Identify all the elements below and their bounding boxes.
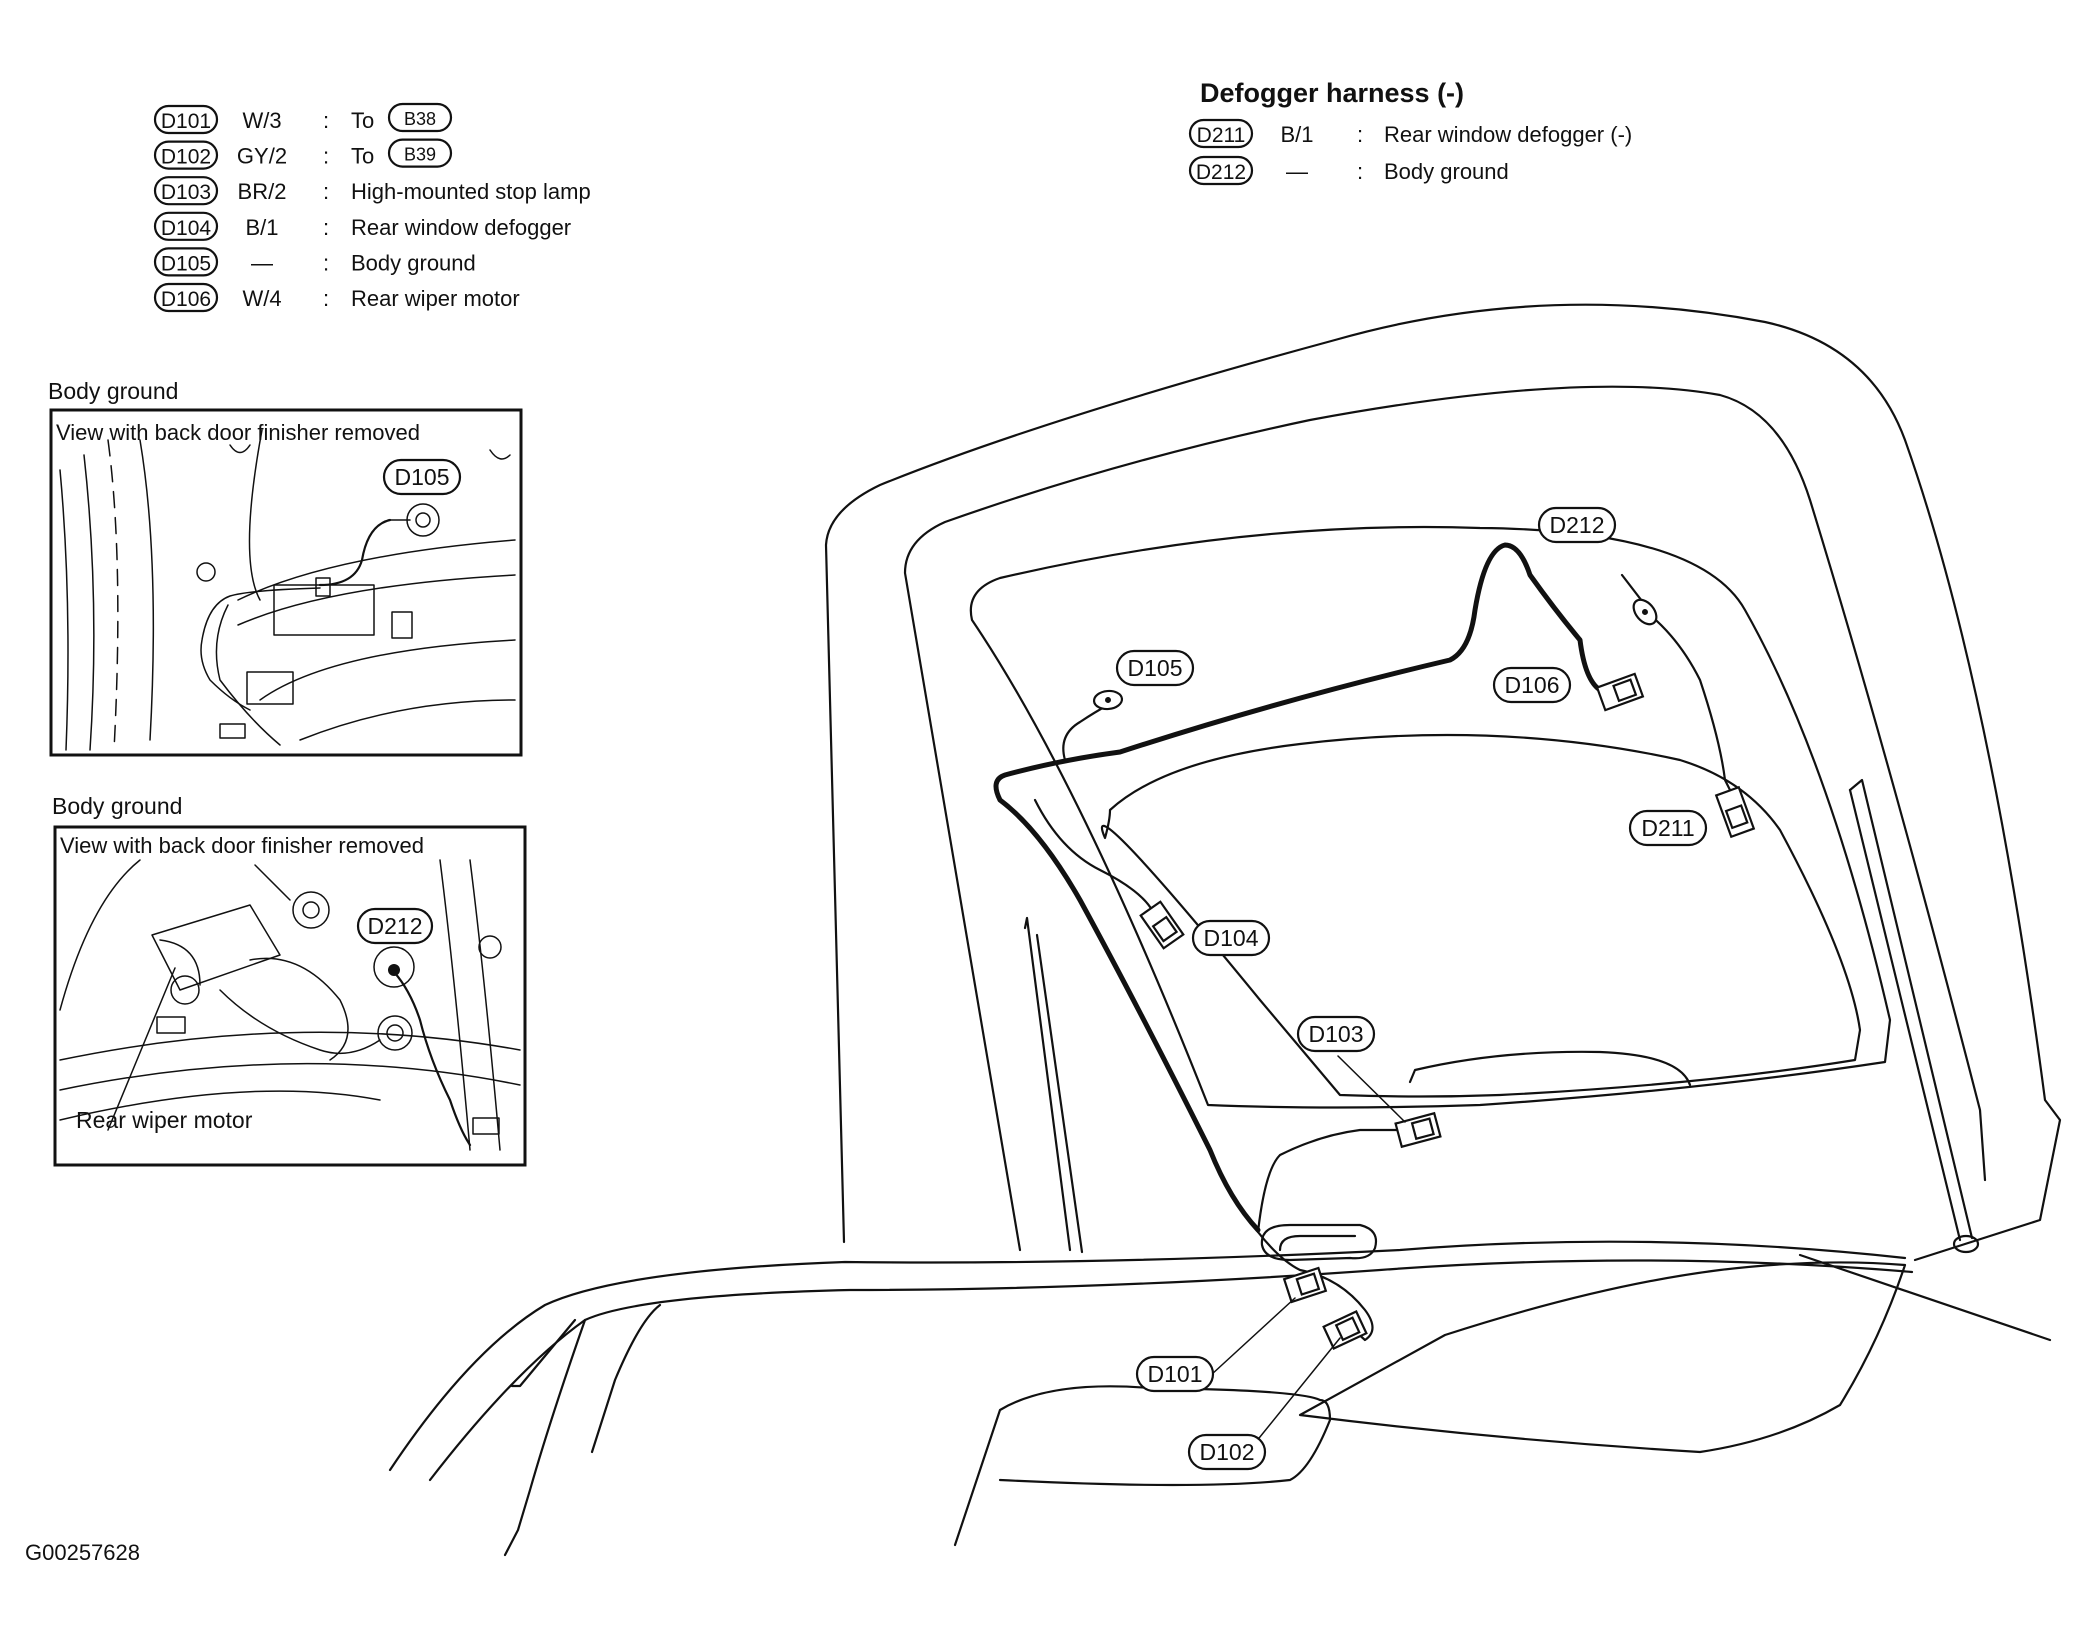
defogger-separator: : [1357, 122, 1363, 147]
callout-d105: D105 [1115, 649, 1195, 687]
svg-text:D212: D212 [1550, 512, 1605, 538]
legend-wire: — [251, 250, 273, 275]
svg-text:D104: D104 [1204, 925, 1259, 951]
legend-ref-pill: B39 [387, 138, 453, 168]
inset2-frame [53, 825, 527, 1167]
svg-text:D211: D211 [1641, 815, 1694, 841]
legend-row: D103 BR/2: High-mounted stop lamp [153, 176, 591, 206]
inset2-callout-d212: D212 [356, 907, 434, 945]
legend-code: D101 [161, 110, 211, 133]
callout-d102: D102 [1187, 1433, 1267, 1471]
legend-separator: : [323, 179, 329, 204]
legend-row: D105 —: Body ground [153, 247, 476, 277]
legend-code: D104 [161, 217, 212, 240]
legend-separator: : [323, 286, 329, 311]
legend-ref: B38 [404, 109, 436, 129]
wiring-harness [993, 542, 1737, 1342]
svg-text:D102: D102 [1200, 1439, 1255, 1465]
callout-d106: D106 [1492, 666, 1572, 704]
svg-text:D101: D101 [1148, 1361, 1203, 1387]
legend-description: Body ground [351, 250, 476, 275]
ground-terminal-d105 [1092, 689, 1124, 711]
connector-d106-body [1595, 672, 1645, 712]
inset1-illustration [59, 429, 516, 751]
defogger-code: D212 [1196, 161, 1246, 184]
back-door-illustration [388, 303, 2062, 1557]
connector-d101-body [1282, 1266, 1328, 1304]
inset2-illustration [59, 859, 521, 1151]
legend-row: D106 W/4: Rear wiper motor [153, 282, 520, 313]
defogger-harness-title: Defogger harness (-) [1200, 78, 1464, 108]
legend-code: D105 [161, 252, 211, 275]
svg-text:D103: D103 [1309, 1021, 1364, 1047]
defogger-code: D211 [1197, 124, 1246, 147]
connector-d103-body [1394, 1111, 1442, 1149]
inset-body-ground-d105: Body ground View wit [48, 378, 523, 757]
defogger-description: Rear window defogger (-) [1384, 122, 1632, 147]
defogger-row: D211 B/1: Rear window defogger (-) [1188, 118, 1632, 149]
legend-description: Rear window defogger [351, 215, 571, 240]
connector-d104-body [1139, 900, 1185, 950]
legend-separator: : [323, 215, 329, 240]
legend-separator: : [323, 144, 329, 169]
legend-code: D106 [161, 288, 211, 311]
legend-row: D104 B/1: Rear window defogger [153, 211, 571, 241]
defogger-harness-legend: Defogger harness (-) D211 B/1: Rear window… [1188, 78, 1632, 186]
connector-d102-body [1322, 1310, 1368, 1350]
legend-code: D102 [161, 146, 211, 169]
connector-d211-body [1714, 785, 1756, 839]
inset2-frame-title: View with back door finisher removed [60, 833, 424, 858]
inset2-part-label: Rear wiper motor [76, 1107, 253, 1133]
figure-id: G00257628 [25, 1540, 140, 1565]
legend-row: D102 GY/2: To B39 [153, 138, 453, 170]
defogger-wire: B/1 [1280, 122, 1313, 147]
legend-separator: : [323, 250, 329, 275]
legend-wire: B/1 [245, 215, 278, 240]
callout-d101: D101 [1135, 1355, 1215, 1393]
harness-connectors [1092, 598, 1756, 1350]
ground-terminal-d212 [1632, 598, 1658, 626]
legend-ref: B39 [404, 145, 436, 165]
main-callouts: D212 D105 D106 D211 D104 D103 D101 D102 [1115, 506, 1708, 1471]
svg-text:D105: D105 [1128, 655, 1183, 681]
inset1-caption: Body ground [48, 378, 178, 404]
callout-d211: D211 [1628, 809, 1708, 847]
inset2-caption: Body ground [52, 793, 182, 819]
legend-wire: BR/2 [238, 179, 287, 204]
legend-wire: GY/2 [237, 144, 287, 169]
svg-text:D105: D105 [395, 464, 450, 490]
defogger-wire: — [1286, 159, 1308, 184]
legend-wire: W/3 [242, 108, 281, 133]
inset1-callout-d105: D105 [382, 458, 462, 496]
legend-description: To [351, 144, 374, 169]
svg-text:D212: D212 [368, 913, 423, 939]
legend-code: D103 [161, 181, 211, 204]
legend-wire: W/4 [242, 286, 281, 311]
callout-d212: D212 [1537, 506, 1617, 544]
defogger-description: Body ground [1384, 159, 1509, 184]
svg-text:D106: D106 [1505, 672, 1560, 698]
legend-description: To [351, 108, 374, 133]
defogger-row: D212 —: Body ground [1188, 155, 1509, 186]
callout-d103: D103 [1296, 1015, 1376, 1053]
legend-description: High-mounted stop lamp [351, 179, 591, 204]
legend-separator: : [323, 108, 329, 133]
callout-d104: D104 [1191, 919, 1271, 957]
legend-ref-pill: B38 [387, 102, 453, 133]
inset-body-ground-d212: Body ground View wit [52, 793, 527, 1167]
legend-description: Rear wiper motor [351, 286, 520, 311]
defogger-separator: : [1357, 159, 1363, 184]
legend-row: D101 W/3: To B38 [153, 102, 453, 135]
inset1-frame-title: View with back door finisher removed [56, 420, 420, 445]
callout-leaders [1210, 1055, 1406, 1449]
